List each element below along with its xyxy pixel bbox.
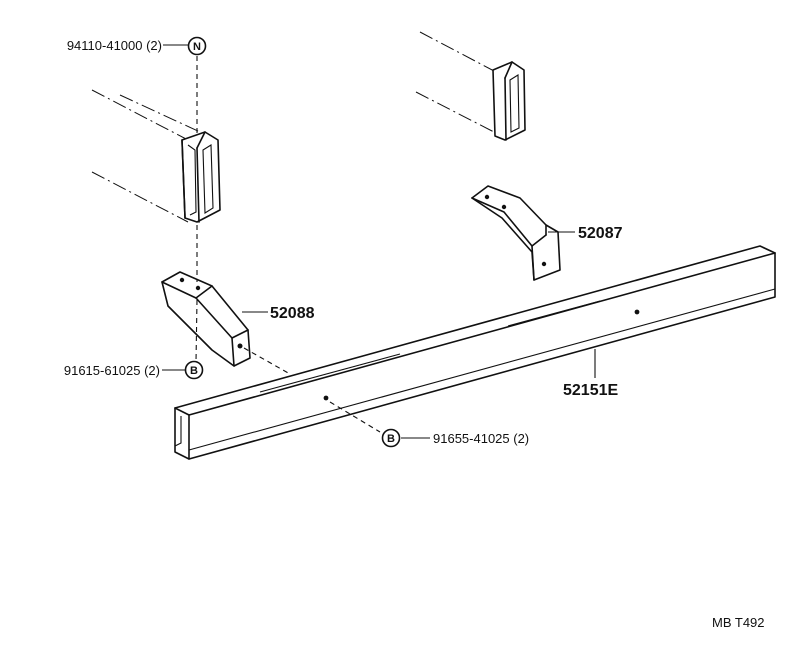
fastener-label-91615: 91615-61025 (2) [64,363,160,378]
fastener-label-94110: 94110-41000 (2) [67,38,162,53]
assembly-lines [195,56,381,433]
part-label-52151e: 52151E [563,382,618,399]
bracket-52087 [471,185,561,281]
badge-letter: B [190,365,198,377]
badge-b-91615: B [184,360,204,380]
drawing-code: MB T492 [712,615,765,630]
badge-letter: B [387,433,395,445]
leader-lines [162,44,596,439]
bracket-52088 [161,271,251,367]
badge-n-94110: N [187,36,207,56]
fastener-label-91655: 91655-41025 (2) [433,431,529,446]
badge-b-91655: B [381,428,401,448]
badge-letter: N [193,41,201,53]
part-label-52088: 52088 [270,305,315,322]
cross-member-52151e [174,245,776,460]
left-frame-rail [91,89,221,223]
part-label-52087: 52087 [578,225,623,242]
right-frame-rail [415,31,526,141]
